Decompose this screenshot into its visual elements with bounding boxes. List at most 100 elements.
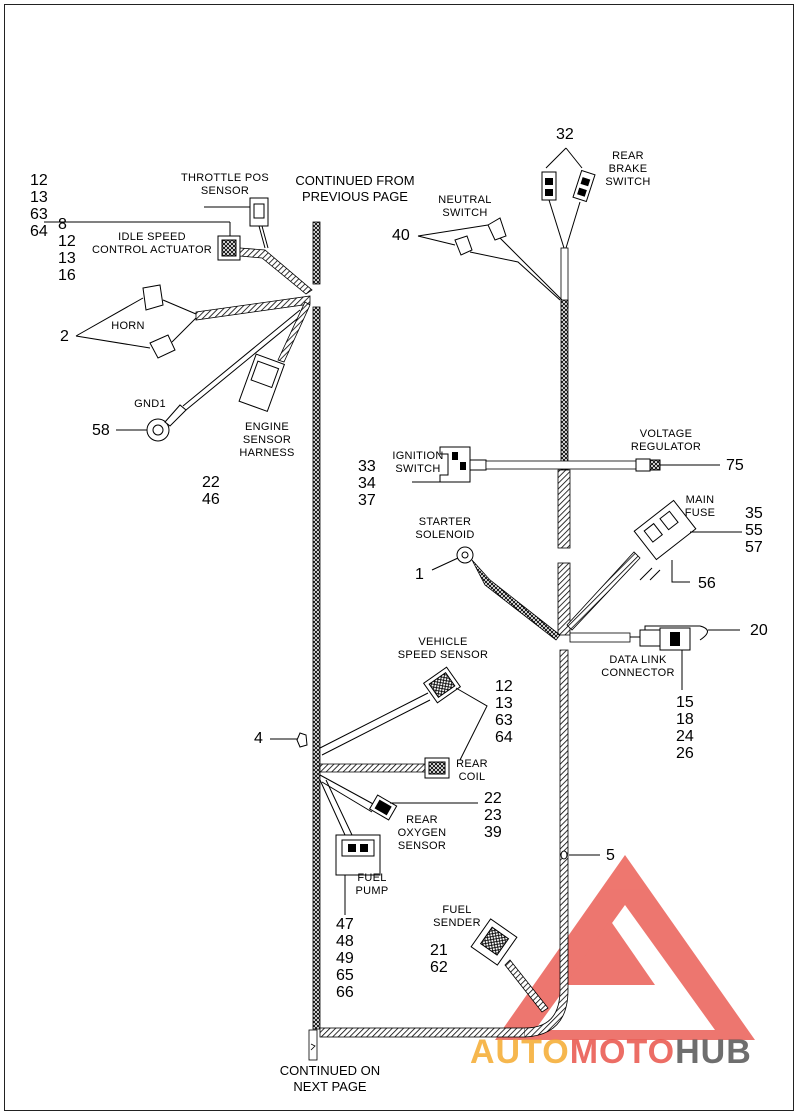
- voltage-regulator-label: VOLTAGE REGULATOR: [626, 428, 706, 454]
- clip-5-ref: 5: [606, 847, 615, 864]
- continued-from-line1: CONTINUED FROM: [295, 173, 415, 188]
- ns-label-1: NEUTRAL: [438, 194, 492, 206]
- idle-speed-label: IDLE SPEED CONTROL ACTUATOR: [82, 231, 222, 257]
- voltage-ref: 75: [726, 457, 744, 474]
- rc-label-1: REAR: [456, 758, 488, 770]
- fp-label-1: FUEL: [357, 872, 387, 884]
- rear-brake-switch-drawing: [541, 147, 596, 249]
- esh-label-2: SENSOR: [242, 434, 292, 446]
- dl-label-2: CONNECTOR: [601, 667, 675, 679]
- clip-5-drawing: [560, 850, 600, 860]
- horn-label: HORN: [111, 320, 145, 332]
- vss-label-1: VEHICLE: [418, 636, 468, 648]
- engine-sensor-harness-label: ENGINE SENSOR HARNESS: [232, 421, 302, 460]
- clip-4-ref: 4: [254, 730, 263, 747]
- vss-refs: 12 13 63 64: [495, 678, 513, 746]
- ignition-refs: 33 34 37: [358, 458, 376, 509]
- ref: 64: [495, 729, 513, 746]
- ss-label-1: STARTER: [418, 516, 472, 528]
- gnd1-label: GND1: [134, 398, 166, 410]
- data-link-connector-label: DATA LINK CONNECTOR: [598, 654, 678, 680]
- ref: 13: [58, 250, 76, 267]
- continued-on-line1: CONTINUED ON: [279, 1063, 381, 1078]
- mf-label-1: MAIN: [685, 494, 715, 506]
- ref: 18: [676, 711, 694, 728]
- ref: 65: [336, 967, 354, 984]
- ref: 66: [336, 984, 354, 1001]
- starter-ref: 1: [415, 566, 424, 583]
- main-fuse-drawing: [566, 499, 742, 631]
- ref: 21: [430, 942, 448, 959]
- vr-label-1: VOLTAGE: [639, 428, 693, 440]
- ref: 22: [202, 474, 220, 491]
- ref: 57: [745, 539, 763, 556]
- fuel-pump-refs: 47 48 49 65 66: [336, 916, 354, 1001]
- fp-label-2: PUMP: [355, 885, 389, 897]
- ref: 8: [58, 216, 67, 233]
- ref: 47: [336, 916, 354, 933]
- ref: 16: [58, 267, 76, 284]
- ref: 37: [358, 492, 376, 509]
- continued-on-label: CONTINUED ON NEXT PAGE: [260, 1063, 400, 1095]
- ign-label-1: IGNITION: [392, 450, 444, 462]
- mf-label-2: FUSE: [684, 507, 716, 519]
- fuel-sender-label: FUEL SENDER: [432, 904, 482, 930]
- ro-label-1: REAR: [406, 814, 438, 826]
- ref: 64: [30, 223, 48, 240]
- ignition-voltage-drawing: [412, 446, 720, 483]
- vss-label-2: SPEED SENSOR: [397, 649, 489, 661]
- ns-label-2: SWITCH: [442, 207, 488, 219]
- vehicle-speed-sensor-label: VEHICLE SPEED SENSOR: [393, 636, 493, 662]
- rbs-label-2: BRAKE: [608, 163, 648, 175]
- ro-label-2: OXYGEN: [397, 827, 447, 839]
- data-link-connector-drawing: [569, 625, 740, 690]
- watermark-part3: HUB: [675, 1033, 752, 1071]
- idle-label-1: IDLE SPEED: [118, 231, 186, 243]
- horn-ref: 2: [60, 328, 69, 345]
- rbs-label-3: SWITCH: [605, 176, 651, 188]
- continued-from-label: CONTINUED FROM PREVIOUS PAGE: [285, 173, 425, 205]
- upper-left-branches: [44, 197, 313, 442]
- ref: 24: [676, 728, 694, 745]
- fuel-pump-label: FUEL PUMP: [352, 872, 392, 898]
- esh-label-3: HARNESS: [239, 447, 295, 459]
- left-main-harness: [308, 221, 321, 1061]
- neutral-switch-label: NEUTRAL SWITCH: [430, 194, 500, 220]
- ignition-switch-label: IGNITION SWITCH: [388, 450, 448, 476]
- vr-label-2: REGULATOR: [630, 441, 702, 453]
- starter-solenoid-label: STARTER SOLENOID: [410, 516, 480, 542]
- rc-label-2: COIL: [458, 771, 486, 783]
- ref: 33: [358, 458, 376, 475]
- ro-label-3: SENSOR: [397, 840, 447, 852]
- esh-refs: 22 46: [202, 474, 220, 508]
- ign-label-2: SWITCH: [395, 463, 441, 475]
- throttle-label-1: THROTTLE POS: [181, 172, 269, 184]
- ref: 13: [495, 695, 513, 712]
- ref: 55: [745, 522, 763, 539]
- ref: 15: [676, 694, 694, 711]
- page-border: [4, 4, 794, 1111]
- right-main-harness: [557, 247, 571, 636]
- fuel-sender-refs: 21 62: [430, 942, 448, 976]
- rear-oxygen-refs: 22 23 39: [484, 790, 502, 841]
- rear-coil-label: REAR COIL: [452, 758, 492, 784]
- fs-label-2: SENDER: [433, 917, 481, 929]
- watermark-part1: AUTO: [470, 1033, 570, 1071]
- idle-label-2: CONTROL ACTUATOR: [91, 244, 213, 256]
- ref: 62: [430, 959, 448, 976]
- ref: 12: [495, 678, 513, 695]
- rear-brake-ref: 32: [556, 126, 574, 143]
- ref: 22: [484, 790, 502, 807]
- ref: 48: [336, 933, 354, 950]
- throttle-label-2: SENSOR: [200, 185, 250, 197]
- main-fuse-label: MAIN FUSE: [680, 494, 720, 520]
- ss-label-2: SOLENOID: [415, 529, 475, 541]
- main-fuse-ref2: 56: [698, 575, 716, 592]
- rear-brake-switch-label: REAR BRAKE SWITCH: [598, 150, 658, 189]
- ref: 34: [358, 475, 376, 492]
- ref: 39: [484, 824, 502, 841]
- neutral-ref: 40: [392, 227, 410, 244]
- throttle-refs: 12 13 63 64: [30, 172, 48, 240]
- ref: 35: [745, 505, 763, 522]
